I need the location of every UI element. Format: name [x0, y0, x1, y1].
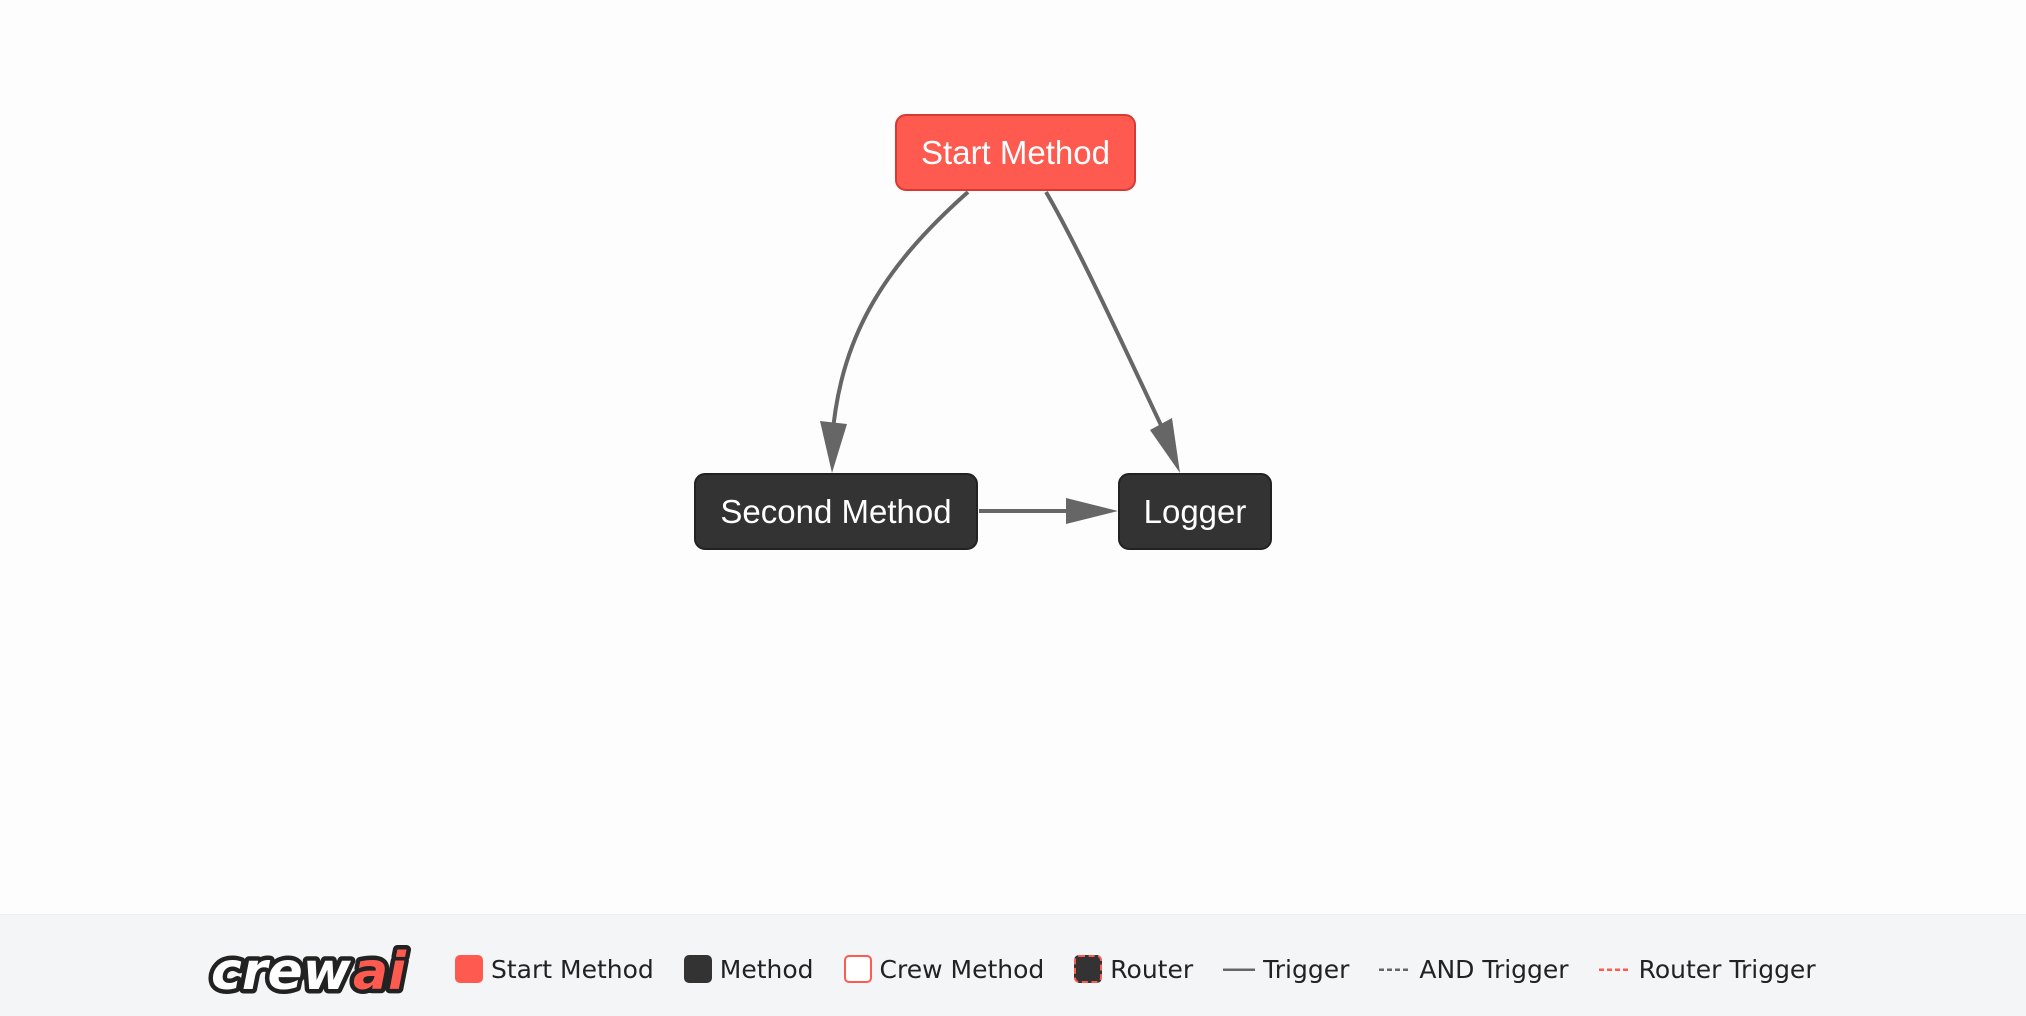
node-second-method-label: Second Method: [720, 492, 952, 530]
svg-text:ai: ai: [353, 942, 407, 1002]
svg-text:crew: crew: [211, 942, 352, 1002]
legend: crew ai Start Method Method Crew Method …: [205, 935, 1846, 1004]
legend-trigger: Trigger: [1223, 955, 1349, 984]
dashed-line-icon: [1379, 968, 1412, 971]
node-second-method[interactable]: Second Method: [694, 473, 978, 550]
node-start-method[interactable]: Start Method: [895, 114, 1136, 191]
legend-router-label: Router: [1110, 954, 1194, 984]
red-dashed-line-icon: [1598, 968, 1631, 971]
legend-and-trigger-label: AND Trigger: [1419, 954, 1569, 984]
edge-start-to-second-arrowhead: [820, 421, 847, 473]
crew-method-swatch-icon: [843, 955, 872, 983]
legend-router-trigger-label: Router Trigger: [1638, 954, 1816, 984]
crewai-logo-icon: crew ai: [207, 938, 412, 1004]
edge-second-to-logger-arrowhead: [1066, 498, 1118, 524]
edge-start-to-logger[interactable]: [1044, 190, 1170, 441]
legend-start-method: Start Method: [455, 955, 654, 984]
method-swatch-icon: [683, 955, 712, 983]
legend-start-method-label: Start Method: [491, 954, 654, 984]
legend-router-trigger: Router Trigger: [1598, 954, 1816, 984]
edge-start-to-second[interactable]: [830, 190, 970, 441]
legend-crew-method: Crew Method: [843, 954, 1045, 984]
crewai-logo: crew ai: [205, 935, 425, 1004]
solid-line-icon: [1223, 968, 1256, 971]
flow-canvas[interactable]: Start Method Second Method Logger: [0, 0, 2026, 914]
legend-trigger-label: Trigger: [1263, 954, 1350, 984]
node-logger-label: Logger: [1143, 492, 1247, 530]
edge-start-to-logger-arrowhead: [1150, 418, 1180, 473]
start-method-swatch-icon: [455, 955, 483, 983]
node-logger[interactable]: Logger: [1118, 473, 1272, 550]
legend-crew-method-label: Crew Method: [879, 954, 1045, 984]
legend-router: Router: [1074, 955, 1193, 984]
edges-layer: [820, 190, 1180, 524]
legend-bar: crew ai Start Method Method Crew Method …: [0, 914, 2026, 1016]
node-start-method-label: Start Method: [921, 133, 1110, 171]
legend-method: Method: [683, 954, 814, 984]
legend-and-trigger: AND Trigger: [1379, 954, 1569, 984]
router-swatch-icon: [1074, 955, 1103, 983]
legend-method-label: Method: [719, 954, 814, 984]
